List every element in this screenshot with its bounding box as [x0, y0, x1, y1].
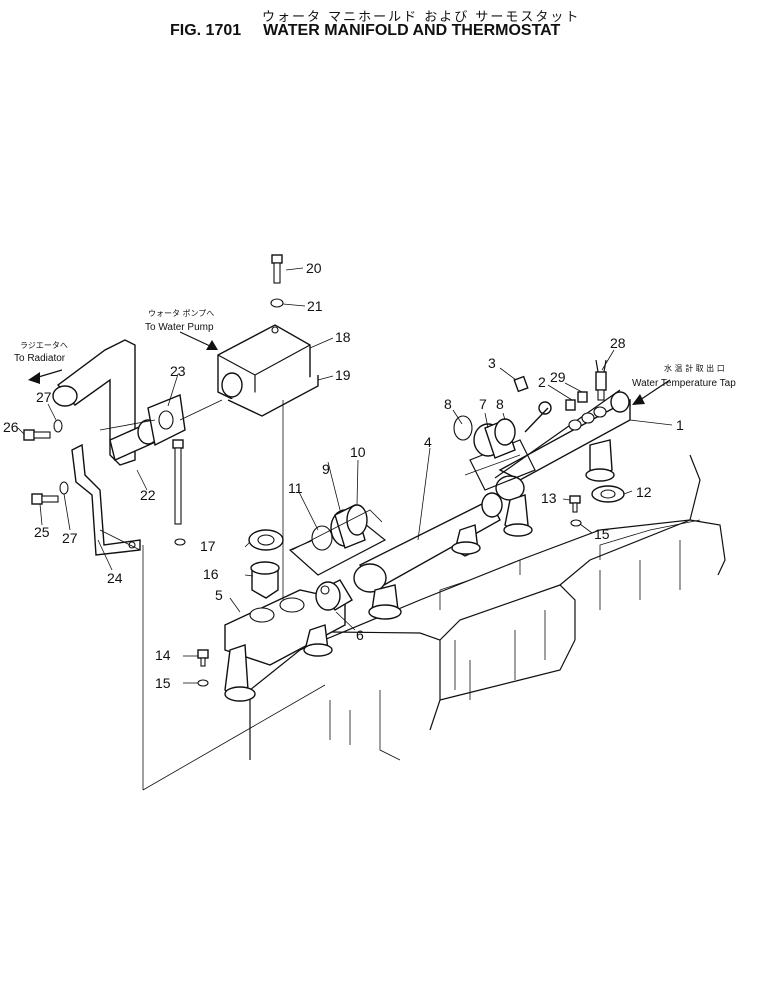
- callout-8-left: 8: [444, 396, 452, 412]
- thermostat-part-16: [250, 561, 280, 599]
- bolt-part-26: [23, 429, 51, 441]
- callout-18: 18: [335, 329, 351, 345]
- washer-part-21: [270, 298, 284, 308]
- direction-arrows: [28, 331, 671, 405]
- callout-19: 19: [335, 367, 351, 383]
- washer-part-27-upper: [53, 419, 63, 433]
- temperature-sensor-part-28: [595, 359, 607, 401]
- callout-21: 21: [307, 298, 323, 314]
- bolt-part-13: [569, 495, 581, 513]
- callout-9: 9: [322, 461, 330, 477]
- callout-26: 26: [3, 419, 19, 435]
- callout-3: 3: [488, 355, 496, 371]
- washer-part-27-lower: [59, 481, 69, 495]
- callout-5: 5: [215, 587, 223, 603]
- thermostat-cover-part-18: [217, 324, 319, 417]
- callout-15-left: 15: [155, 675, 171, 691]
- figure-title-english: WATER MANIFOLD AND THERMOSTAT: [263, 22, 561, 39]
- callout-15-right: 15: [594, 526, 610, 542]
- callout-4: 4: [424, 434, 432, 450]
- callout-14: 14: [155, 647, 171, 663]
- note-water-temp: Water Temperature Tap: [632, 378, 736, 389]
- callout-6: 6: [356, 627, 364, 643]
- callout-28: 28: [610, 335, 626, 351]
- radiator-pipe-part-22: [52, 339, 161, 466]
- plug-part-3: [513, 375, 529, 393]
- callout-2: 2: [538, 374, 546, 390]
- plugs-parts-2-29: [565, 391, 588, 411]
- callout-7: 7: [479, 396, 487, 412]
- callout-27-lower: 27: [62, 530, 78, 546]
- figure-title-japanese: ウォータ マニホールド および サーモスタット: [262, 10, 581, 25]
- washer-part-15-left: [197, 679, 209, 687]
- callout-24: 24: [107, 570, 123, 586]
- bolt-part-25: [31, 493, 59, 505]
- water-manifold-front: [353, 492, 503, 620]
- note-water-pump: To Water Pump: [145, 322, 214, 333]
- callout-23: 23: [170, 363, 186, 379]
- note-water-pump-jp: ウォータ ポンプへ: [148, 309, 214, 318]
- callout-16: 16: [203, 566, 219, 582]
- callout-12: 12: [636, 484, 652, 500]
- bolt-part-20: [271, 254, 283, 284]
- figure-title: FIG. 1701 WATER MANIFOLD AND THERMOSTAT: [170, 22, 560, 40]
- callout-13: 13: [541, 490, 557, 506]
- connector-hose-rear: [453, 401, 552, 491]
- connector-hose-front: [288, 503, 387, 576]
- figure-number: FIG. 1701: [170, 22, 242, 39]
- thermostat-housing-part-5: [224, 579, 353, 702]
- washer-part-15-right: [570, 519, 582, 527]
- note-water-temp-jp: 水 温 計 取 出 口: [664, 363, 725, 373]
- note-radiator: To Radiator: [14, 353, 66, 364]
- callouts: 1 2 29 3 28 4 8 7 8 10 9 11 12 13 15 17 …: [3, 260, 684, 691]
- callout-leaders: [17, 267, 673, 684]
- seal-part-17: [248, 529, 284, 551]
- bracket-part-24: [71, 443, 141, 556]
- callout-1: 1: [676, 417, 684, 433]
- callout-29: 29: [550, 369, 566, 385]
- gasket-part-12: [591, 485, 625, 503]
- callout-8-right: 8: [496, 396, 504, 412]
- callout-25: 25: [34, 524, 50, 540]
- notes: ラジエータへ To Radiator ウォータ ポンプへ To Water Pu…: [14, 309, 736, 389]
- callout-22: 22: [140, 487, 156, 503]
- assembly-lines: [99, 399, 521, 791]
- water-manifold-rear: [494, 389, 631, 537]
- callout-11: 11: [288, 480, 303, 496]
- callout-10: 10: [350, 444, 366, 460]
- long-bolt: [172, 439, 186, 546]
- callout-17: 17: [200, 538, 216, 554]
- bolt-part-14: [197, 649, 209, 667]
- callout-27-upper: 27: [36, 389, 52, 405]
- gasket-part-23: [147, 394, 186, 447]
- callout-20: 20: [306, 260, 322, 276]
- note-radiator-jp: ラジエータへ: [20, 341, 68, 350]
